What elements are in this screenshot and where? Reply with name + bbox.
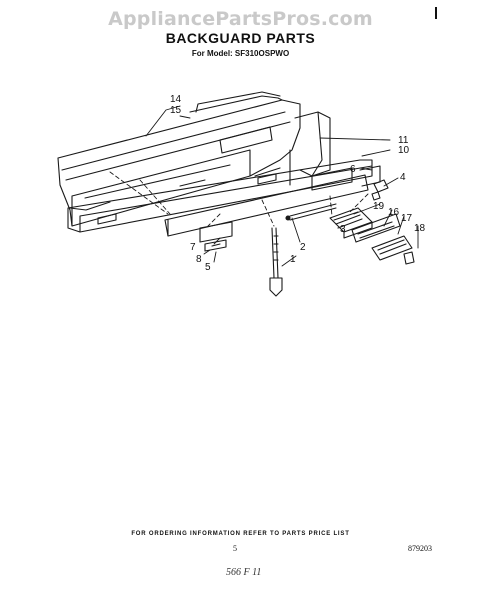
explosion-guides: [109, 171, 369, 227]
lower-trim-channel: [67, 159, 373, 233]
switch-knob: [403, 251, 415, 265]
callout-15: 15: [170, 105, 182, 116]
probe-element: [269, 227, 283, 297]
watermark-text: AppliancePartsPros.com: [108, 8, 373, 30]
leader-lines: [145, 105, 419, 267]
ordering-note: FOR ORDERING INFORMATION REFER TO PARTS …: [131, 531, 350, 537]
terminal-connector: [371, 179, 389, 201]
model-line: For Model: SF310OSPWO: [191, 49, 290, 58]
wire-harness-bar: [285, 203, 337, 221]
callout-8: 8: [196, 254, 202, 265]
callout-3: 3: [340, 224, 346, 235]
callout-18: 18: [414, 223, 426, 234]
document-number: 879203: [408, 544, 432, 553]
corner-mark: [435, 7, 437, 19]
switch-lens: [371, 235, 413, 261]
callout-7: 7: [190, 242, 196, 253]
callout-4: 4: [400, 172, 406, 183]
page-number: 5: [233, 544, 237, 553]
end-cap-bracket: [294, 111, 331, 177]
control-panel-insert: [164, 165, 381, 237]
clip-bracket-assembly: [199, 221, 233, 252]
callout-19: 19: [373, 201, 385, 212]
callout-14: 14: [170, 94, 182, 105]
page-title: BACKGUARD PARTS: [165, 30, 316, 46]
callout-17: 17: [401, 213, 413, 224]
callout-10: 10: [398, 145, 410, 156]
handwritten-note: 566 F 11: [226, 567, 262, 578]
callout-1: 1: [290, 254, 296, 265]
callout-2: 2: [300, 242, 306, 253]
callout-16: 16: [388, 207, 400, 218]
switch-bezel: [351, 213, 401, 243]
callout-11: 11: [398, 135, 409, 146]
backguard-panel: [57, 91, 301, 227]
switch-housing-assembly: [329, 207, 373, 239]
callout-5: 5: [205, 262, 211, 273]
callout-6: 6: [350, 164, 356, 175]
